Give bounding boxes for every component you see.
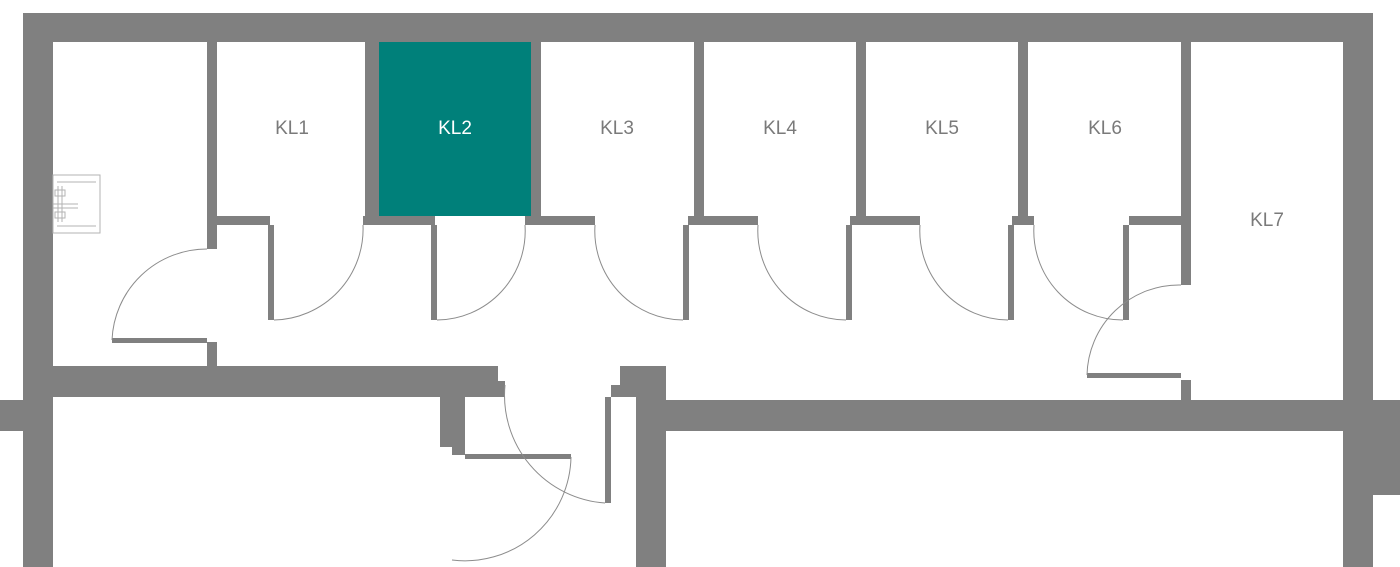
unit-label-kl5[interactable]: KL5 xyxy=(925,118,959,139)
front-kl1-left xyxy=(217,216,270,225)
unit-area-kl2-selected[interactable] xyxy=(379,42,531,216)
door-arc-kl7 xyxy=(1086,284,1182,376)
front-kl3-left xyxy=(525,216,595,225)
front-kl2-jamb xyxy=(431,225,437,320)
partition-6 xyxy=(1181,42,1191,285)
unit-area-kl7[interactable] xyxy=(1191,42,1343,400)
stair-wall-left xyxy=(440,397,465,447)
unit-label-kl6[interactable]: KL6 xyxy=(1088,118,1122,139)
unit-area-kl4[interactable] xyxy=(704,42,856,216)
stair-wall-right xyxy=(636,397,666,567)
front-kl6-jamb xyxy=(1123,225,1129,320)
wall-stub-right xyxy=(1367,400,1400,495)
front-kl2-left xyxy=(363,216,435,225)
door-leaf-entry-left xyxy=(112,338,207,343)
door-arc-kl2 xyxy=(436,224,526,321)
door-leaf-stair xyxy=(465,454,571,459)
door-swings xyxy=(111,224,1182,562)
unit-area-kl1[interactable] xyxy=(217,42,365,216)
partition-0-low xyxy=(207,342,217,366)
storage-unit-kl3[interactable] xyxy=(541,42,694,216)
unit-label-kl7[interactable]: KL7 xyxy=(1250,210,1284,231)
door-leaf-kl7 xyxy=(1087,373,1181,378)
door-leaf-stair-right-top xyxy=(611,385,636,397)
partition-6-low xyxy=(1181,380,1191,400)
unit-area-kl6[interactable] xyxy=(1028,42,1181,216)
door-arc-kl5 xyxy=(919,224,1009,321)
door-arc-kl3 xyxy=(594,224,684,321)
corridor-wall-left xyxy=(53,366,498,397)
wall-stub-left xyxy=(0,400,30,431)
front-kl6-right xyxy=(1129,216,1181,225)
partition-5 xyxy=(1018,42,1028,225)
front-kl5-jamb xyxy=(1008,225,1014,320)
unit-area-kl3[interactable] xyxy=(541,42,694,216)
door-arc-stair-upper xyxy=(504,384,606,504)
front-kl4-left xyxy=(688,216,758,225)
wall-top xyxy=(23,13,1373,42)
storage-unit-kl2[interactable] xyxy=(379,42,531,216)
unit-label-kl4[interactable]: KL4 xyxy=(763,118,797,139)
partition-0 xyxy=(207,42,217,249)
unit-area-kl5[interactable] xyxy=(866,42,1018,216)
door-arc-kl1 xyxy=(273,224,364,321)
door-arc-kl4 xyxy=(757,224,847,321)
door-arc-kl6 xyxy=(1033,224,1124,321)
front-kl3-jamb xyxy=(683,225,689,320)
door-leaf-stair-right xyxy=(605,397,611,503)
unit-label-kl2[interactable]: KL2 xyxy=(438,118,472,139)
storage-unit-kl5[interactable] xyxy=(866,42,1018,216)
storage-unit-kl1[interactable] xyxy=(217,42,365,216)
door-arc-entry xyxy=(111,248,208,341)
storage-unit-kl4[interactable] xyxy=(704,42,856,216)
partition-4 xyxy=(856,42,866,225)
storage-unit-kl6[interactable] xyxy=(1028,42,1181,216)
storage-unit-kl7[interactable] xyxy=(1191,42,1343,400)
corridor-wall-right xyxy=(636,400,1343,431)
front-kl1-jamb xyxy=(268,225,274,320)
unit-label-kl3[interactable]: KL3 xyxy=(600,118,634,139)
electrical-panel-icon xyxy=(52,174,101,234)
partition-1 xyxy=(365,42,379,225)
partition-3 xyxy=(694,42,704,225)
partition-2 xyxy=(531,42,541,225)
walls xyxy=(0,13,1400,567)
front-kl5-left xyxy=(850,216,920,225)
front-kl6-left xyxy=(1012,216,1034,225)
door-arc-stair-lower xyxy=(451,456,572,562)
unit-label-kl1[interactable]: KL1 xyxy=(275,118,309,139)
front-kl4-jamb xyxy=(846,225,852,320)
corridor-wall-left-step xyxy=(465,381,505,397)
stair-wall-left-low xyxy=(452,447,465,455)
wall-left xyxy=(23,13,53,567)
